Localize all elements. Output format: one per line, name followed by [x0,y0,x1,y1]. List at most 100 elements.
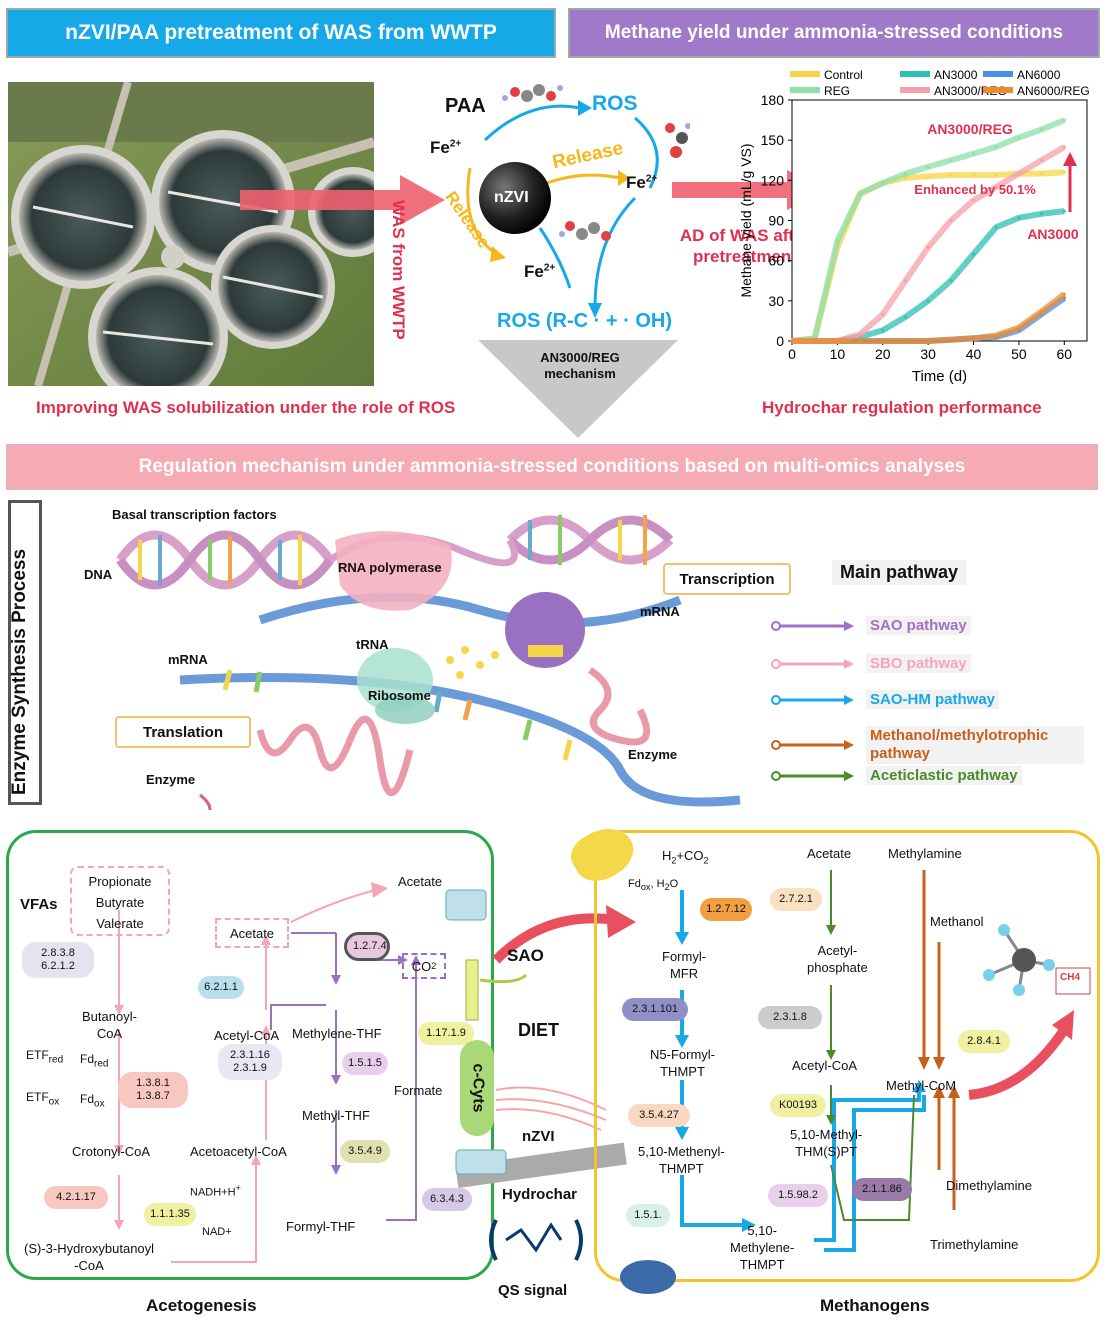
etf-ox: ETFox [26,1090,60,1108]
vfas-label: VFAs [20,896,58,913]
h2co2-label: H2+CO2 [662,848,709,866]
mrna-right-label: mRNA [640,604,680,619]
header-middle-bar: Regulation mechanism under ammonia-stres… [6,444,1098,490]
x-tick-label: 60 [1057,346,1073,362]
data-point [972,198,976,202]
data-point [903,315,907,319]
fe-label-1: Fe2+ [430,138,462,157]
ec-chip: 2.1.1.86 [852,1178,912,1201]
data-point [1062,145,1066,149]
nzvi-sphere-label: nZVI [494,189,529,206]
translation-box: Translation [115,716,251,748]
ec-chip: 2.3.1.8 [758,1006,822,1029]
y-tick-label: 150 [761,132,785,148]
data-point [949,279,953,283]
ec-chip: 1.17.1.9 [418,1022,474,1045]
ribosome-label: Ribosome [368,688,431,703]
ec-chip: 1.2.7.12 [700,898,752,921]
data-point [972,336,976,340]
methanogen-arrows [675,870,1091,1252]
n5-formyl: N5-Formyl- THMPT [650,1047,715,1079]
data-point [1017,135,1021,139]
legend-entry: AN3000 [934,68,978,82]
data-point [994,173,998,177]
methane-molecule-icon [983,924,1055,996]
diet-label: DIET [518,1020,560,1040]
legend-arrow-icon [771,770,854,781]
enzyme-left-label: Enzyme [146,772,196,787]
fe-label-2: Fe2+ [626,173,658,192]
pretreatment-cycle [466,84,690,318]
trna-label: tRNA [356,637,389,652]
pathway-legend-item: SAO pathway [770,616,971,635]
data-point [835,239,839,243]
data-point [949,219,953,222]
fd-methanogen: Fdox, H2O [628,878,679,893]
legend-label: Aceticlastic pathway [866,766,1022,785]
acetoacetyl-coa: Acetoacetyl-CoA [190,1144,287,1159]
ec-chip: 1.5.1. [626,1204,670,1227]
trimethylamine: Trimethylamine [930,1237,1019,1252]
ec-chip: 1.2.7.4 [344,932,390,961]
data-point [1040,212,1044,216]
ec-chip: 6.3.4.3 [422,1188,472,1211]
wwtp-photo [8,82,374,386]
legend-label: Methanol/methylotrophic pathway [866,726,1084,764]
legend-entry: AN6000 [1017,68,1061,82]
qs-signal-icon [489,1219,583,1261]
hydrochar-label: Hydrochar [502,1186,578,1203]
data-point [1062,170,1066,174]
acetogenesis-arrows [114,882,421,1263]
ec-chip: K00193 [770,1094,826,1117]
legend-label: SAO pathway [866,616,971,635]
y-tick-label: 30 [768,293,784,309]
data-point [813,339,817,343]
legend-entry: Control [824,68,863,82]
data-point [858,332,862,336]
mechanism-label: AN3000/REG mechanism [540,350,620,381]
data-point [994,225,998,229]
mrna-left-label: mRNA [168,652,208,667]
legend-arrow-icon [771,620,854,631]
sao-label: SAO [507,946,544,965]
data-point [858,339,862,343]
data-point [972,252,976,256]
data-point [1062,292,1066,296]
mechanism-arrow [478,340,678,438]
ec-chip: 2.3.1.101 [622,998,688,1021]
x-tick-label: 40 [966,346,982,362]
data-point [1040,127,1044,131]
y-tick-label: 120 [761,172,785,188]
acetyl-coa-left: Acetyl-CoA [214,1028,280,1043]
acetogenesis-title: Acetogenesis [146,1296,257,1315]
transcription-box: Transcription [663,563,791,595]
methanogens-title: Methanogens [820,1296,930,1315]
data-point [790,339,794,343]
y-tick-label: 90 [768,213,784,229]
data-point [994,334,998,338]
annotation-an3000reg: AN3000/REG [927,121,1013,137]
dimethylamine: Dimethylamine [946,1178,1032,1193]
legend-entry: AN6000/REG [1017,84,1090,98]
pathway-legend-item: SBO pathway [770,654,971,673]
annotation-arrow-head [1063,152,1077,166]
nadh-label: NADH+H+ [190,1183,241,1199]
caption-right: Hydrochar regulation performance [762,398,1042,417]
data-point [1062,209,1066,213]
annotation-an3000: AN3000 [1027,226,1079,242]
data-point [1040,172,1044,176]
data-point [949,158,953,162]
data-point [881,339,885,343]
formate: Formate [394,1083,443,1098]
data-point [1040,310,1044,314]
methanogens-box [594,830,1100,1282]
data-point [926,165,930,169]
ec-chip: 3.5.4.27 [628,1104,690,1127]
methenyl-thmpt: 5,10-Methenyl- THMPT [638,1144,725,1176]
methylamine: Methylamine [888,846,962,861]
c-cyts-capsule: c-Cyts [460,1040,494,1136]
ec-chip: 2.8.3.8 6.2.1.2 [22,942,94,978]
ros-bottom-label: ROS (R-C · + · OH) [497,310,672,332]
